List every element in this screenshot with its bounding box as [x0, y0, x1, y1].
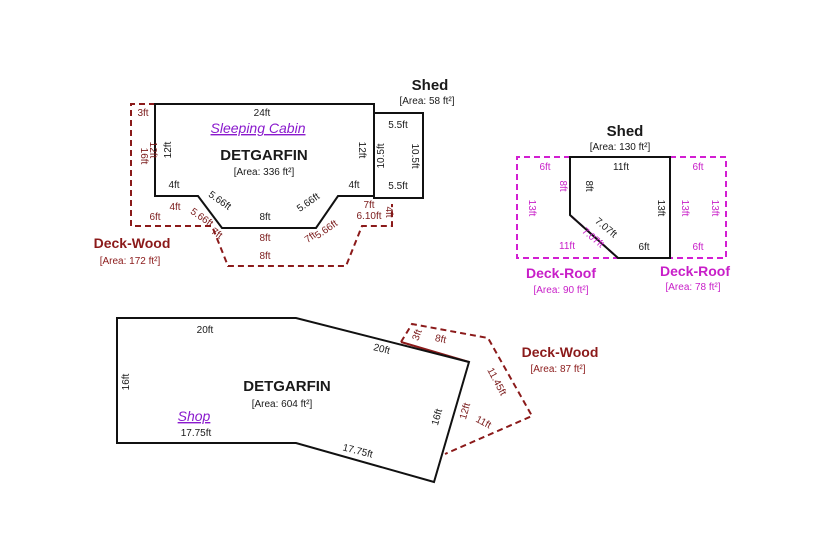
- deck-tl-title: Deck-Wood: [94, 235, 171, 251]
- roof-right-dim-left: 13ft: [679, 200, 690, 217]
- deck-roof-right-outline: [670, 156, 727, 259]
- cabin-dim-step-right: 4ft: [348, 180, 359, 191]
- shop-dim-right: 16ft: [430, 408, 445, 427]
- top-left-group: 24ft Sleeping Cabin DETGARFIN [Area: 336…: [94, 77, 455, 267]
- deck-tl-dim-outer-bottom: 8ft: [259, 251, 270, 262]
- shed-small-dim-left: 10.5ft: [376, 143, 387, 168]
- cabin-area: [Area: 336 ft²]: [234, 167, 295, 178]
- deck-tl-dim-right-side: 4ft: [383, 206, 394, 217]
- shed-small-dim-right: 10.5ft: [409, 143, 420, 168]
- roof-left-dim-bottom: 11ft: [559, 241, 575, 252]
- deck-tl-dim-side: 12ft: [147, 142, 158, 159]
- shop-dim-left: 16ft: [121, 373, 132, 390]
- bottom-group: 20ft 20ft 16ft DETGARFIN [Area: 604 ft²]…: [116, 317, 599, 484]
- deck-tl-dim-diag-right2: 5.66ft: [313, 218, 340, 241]
- cabin-dim-diag-right: 5.66ft: [295, 191, 322, 214]
- roof-right-dim-right: 13ft: [709, 200, 720, 217]
- roof-left-title: Deck-Roof: [526, 265, 596, 281]
- deck-b-title: Deck-Wood: [522, 344, 599, 360]
- deck-tl-dim-top: 3ft: [137, 108, 148, 119]
- shed-large-dim-right: 13ft: [655, 200, 666, 217]
- shed-small-title: Shed: [412, 77, 449, 94]
- cabin-dim-diag-left: 5.66ft: [206, 189, 233, 212]
- shed-large-dim-left: 8ft: [583, 180, 594, 191]
- deck-tl-dim-inner-bottom: 8ft: [259, 233, 270, 244]
- roof-left-dim-left: 13ft: [526, 200, 537, 217]
- deck-b-dim-short: 3ft: [411, 328, 425, 342]
- shed-large-dim-top: 11ft: [613, 162, 629, 173]
- roof-left-area: [Area: 90 ft²]: [533, 285, 588, 296]
- shed-small-outline: [373, 112, 424, 199]
- shed-small-area: [Area: 58 ft²]: [399, 96, 454, 107]
- roof-right-title: Deck-Roof: [660, 263, 730, 279]
- deck-tl-dim-right-bottom: 6.10ft: [356, 211, 381, 222]
- shop-dim-top: 20ft: [197, 325, 214, 336]
- shop-title: DETGARFIN: [243, 378, 331, 395]
- roof-left-dim-inner: 8ft: [557, 180, 568, 191]
- deck-tl-dim-step-left: 4ft: [169, 202, 180, 213]
- deck-b-dim-top: 8ft: [434, 333, 447, 346]
- shop-link[interactable]: Shop: [178, 408, 211, 424]
- shed-large-title: Shed: [607, 123, 644, 140]
- top-right-group: Shed [Area: 130 ft²] 11ft 8ft 13ft 7.07f…: [516, 123, 730, 296]
- cabin-title: DETGARFIN: [220, 147, 308, 164]
- shop-dim-top-diag: 20ft: [372, 342, 391, 357]
- shed-small-dim-bottom: 5.5ft: [388, 181, 408, 192]
- cabin-dim-right: 12ft: [356, 142, 367, 159]
- deck-tl-dim-diag-left2: 7ft: [209, 226, 225, 242]
- deck-tl-dim-step-left2: 6ft: [149, 212, 160, 223]
- cabin-dim-step-left: 4ft: [168, 180, 179, 191]
- roof-left-dim-top: 6ft: [539, 162, 550, 173]
- deck-b-dim-side: 12ft: [458, 402, 473, 421]
- cabin-dim-bottom: 8ft: [259, 212, 270, 223]
- shop-area: [Area: 604 ft²]: [252, 399, 313, 410]
- roof-right-dim-bottom: 6ft: [692, 242, 703, 253]
- cabin-dim-top: 24ft: [254, 108, 271, 119]
- shed-large-area: [Area: 130 ft²]: [590, 142, 651, 153]
- deck-tl-dim-left: 16ft: [138, 148, 149, 165]
- shed-large-outline: [569, 156, 671, 259]
- shop-dim-bottom: 17.75ft: [181, 428, 212, 439]
- roof-right-dim-top: 6ft: [692, 162, 703, 173]
- deck-bottom-outline: [400, 322, 534, 455]
- roof-right-area: [Area: 78 ft²]: [665, 282, 720, 293]
- shop-outline: [116, 317, 471, 484]
- deck-b-dim-bottom: 11ft: [474, 414, 493, 431]
- deck-roof-left-outline: [516, 156, 618, 259]
- deck-b-dim-diag: 11.45ft: [484, 366, 508, 398]
- shed-large-dim-bottom: 6ft: [638, 242, 649, 253]
- deck-tl-area: [Area: 172 ft²]: [100, 256, 161, 267]
- sleeping-cabin-link[interactable]: Sleeping Cabin: [211, 120, 306, 136]
- cabin-dim-left: 12ft: [163, 141, 174, 158]
- deck-tl-dim-diag-right: 7ft: [303, 230, 319, 246]
- shed-small-dim-top: 5.5ft: [388, 120, 408, 131]
- deck-b-area: [Area: 87 ft²]: [530, 364, 585, 375]
- deck-tl-dim-right-top: 7ft: [363, 200, 374, 211]
- deck-wood-outline-top: [130, 103, 393, 267]
